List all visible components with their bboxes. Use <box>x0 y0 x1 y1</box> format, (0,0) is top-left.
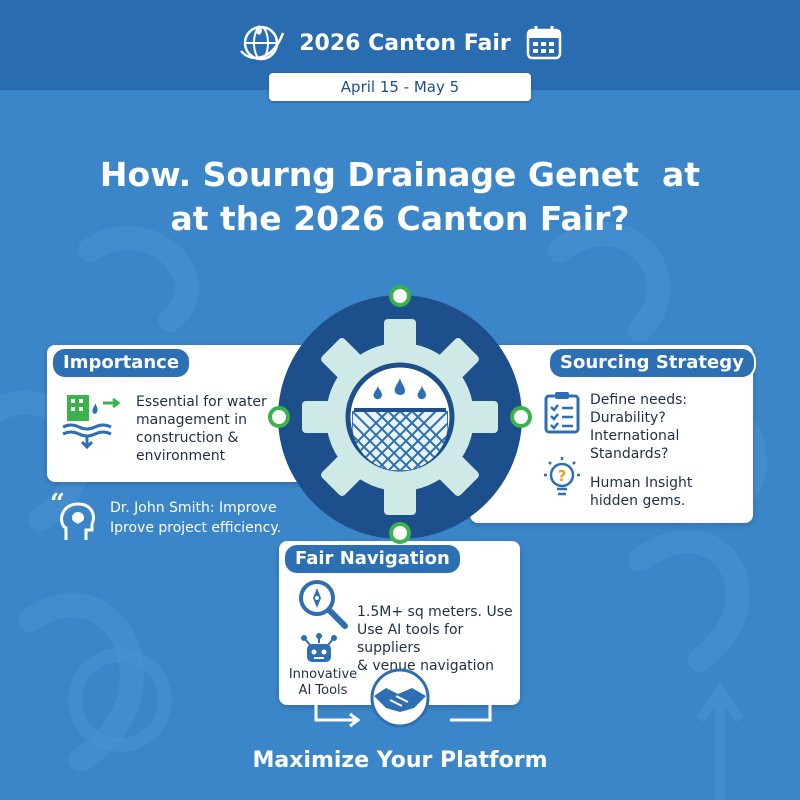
thinking-head-icon: “ <box>50 490 95 540</box>
gear-drainage-icon <box>276 293 524 541</box>
robot-icon <box>301 633 337 662</box>
navigation-line: Use AI tools for suppliers <box>357 622 464 656</box>
lightbulb-icon: ? <box>544 457 580 496</box>
headline-line-1: How. Sourng Drainage Genet at <box>99 155 701 194</box>
svg-text:?: ? <box>558 467 567 485</box>
svg-text:“: “ <box>50 490 65 519</box>
importance-card: Essential for water management in constr… <box>47 345 330 482</box>
importance-line: Essential for water <box>136 394 267 410</box>
connector-dot-top <box>389 285 411 307</box>
ai-label-line: Innovative <box>288 667 358 682</box>
globe-icon <box>240 25 285 61</box>
needs-line: Standards? <box>590 446 669 462</box>
insight-line: Human Insight <box>590 475 693 491</box>
headline-line-2: at the 2026 Canton Fair? <box>170 199 630 238</box>
fair-navigation-title: Fair Navigation <box>283 543 462 575</box>
date-range: April 15 - May 5 <box>269 73 531 101</box>
connector-dot-right <box>510 406 532 428</box>
needs-line: Durability? <box>590 410 666 426</box>
navigation-line: 1.5M+ sq meters. Use <box>357 604 513 620</box>
quote-line: Iprove project efficiency. <box>110 520 282 536</box>
handshake-icon <box>370 668 430 728</box>
importance-line: management in <box>136 412 247 428</box>
importance-line: environment <box>136 448 226 464</box>
quote-line: Dr. John Smith: Improve <box>110 500 277 516</box>
sourcing-needs-text: Define needs: Durability? International … <box>590 391 687 463</box>
ai-tools-label: Innovative AI Tools <box>282 667 364 699</box>
fair-title: 2026 Canton Fair <box>299 30 511 56</box>
connector-dot-left <box>268 406 290 428</box>
ai-label-line: AI Tools <box>298 683 348 698</box>
page-headline: How. Sourng Drainage Genet at at the 202… <box>0 153 800 241</box>
insight-line: hidden gems. <box>590 493 686 509</box>
needs-line: Define needs: <box>590 392 688 408</box>
footer-tagline: Maximize Your Platform <box>252 748 548 773</box>
importance-line: construction & <box>136 430 239 446</box>
sourcing-strategy-title: Sourcing Strategy <box>548 347 756 379</box>
sourcing-insight-text: Human Insight hidden gems. <box>590 474 692 510</box>
connector-arrows <box>314 700 492 728</box>
needs-line: International <box>590 428 680 444</box>
calendar-icon <box>526 26 561 60</box>
importance-text: Essential for water management in constr… <box>136 393 267 465</box>
magnifier-compass-icon <box>299 580 348 629</box>
building-water-icon <box>62 395 121 449</box>
header-brand: 2026 Canton Fair <box>0 18 800 68</box>
testimonial-quote: Dr. John Smith: Improve Iprove project e… <box>110 498 281 538</box>
checklist-icon <box>544 392 580 434</box>
connector-dot-bottom <box>389 522 411 544</box>
importance-title: Importance <box>51 347 192 379</box>
navigation-text: 1.5M+ sq meters. Use Use AI tools for su… <box>357 603 520 675</box>
